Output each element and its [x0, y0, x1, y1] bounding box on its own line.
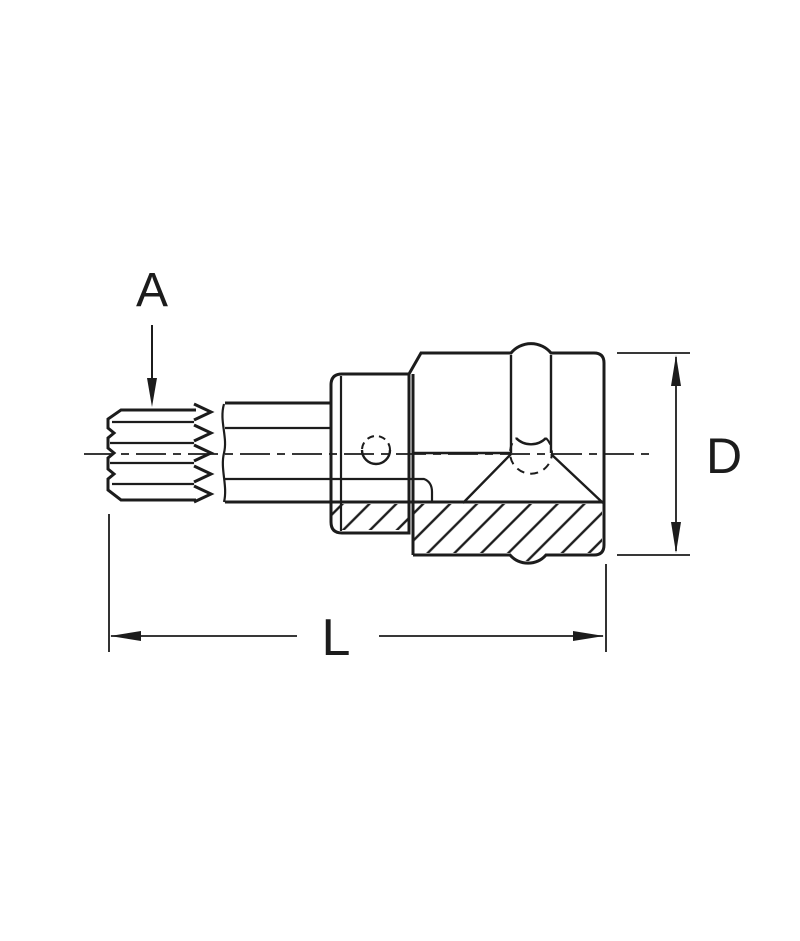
- dim-d-arrowhead-top: [671, 355, 681, 386]
- dim-a-label: A: [136, 264, 168, 317]
- hex-lower-face-line: [225, 477, 434, 503]
- drive-hole-walls: [509, 355, 553, 453]
- section-hatching: [332, 504, 602, 562]
- spline-teeth: [193, 402, 215, 504]
- drive-hole-chamfer-lines: [462, 453, 604, 504]
- dim-l-arrowhead-right: [573, 631, 604, 641]
- dim-a-arrowhead: [147, 378, 157, 407]
- dim-l-extension-lines: [108, 514, 607, 652]
- ball-detent-top-arc: [515, 437, 547, 446]
- spline-ridges: [110, 420, 194, 486]
- pin-hole-hidden-arc: [361, 435, 391, 451]
- dimension-d: D: [617, 352, 742, 556]
- collar-outline: [329, 372, 411, 535]
- dim-l-arrowhead-left: [110, 631, 141, 641]
- spline-tip-outline: [106, 408, 196, 502]
- dimension-l: L: [108, 514, 607, 667]
- dim-d-label: D: [706, 428, 742, 484]
- ball-detent-hidden-arc: [509, 437, 553, 475]
- body-outline: [407, 342, 606, 565]
- pin-hole: [360, 449, 392, 466]
- socket-body: [407, 342, 606, 565]
- dim-d-arrowhead-bottom: [671, 522, 681, 553]
- dimension-a: A: [136, 264, 168, 407]
- hatch-body-section: [414, 504, 602, 562]
- spline-transition: [221, 403, 227, 503]
- dim-l-label: L: [322, 609, 351, 667]
- dim-d-extension-lines: [617, 352, 690, 556]
- hatch-collar-section: [332, 504, 409, 530]
- spline-tip: [106, 402, 227, 504]
